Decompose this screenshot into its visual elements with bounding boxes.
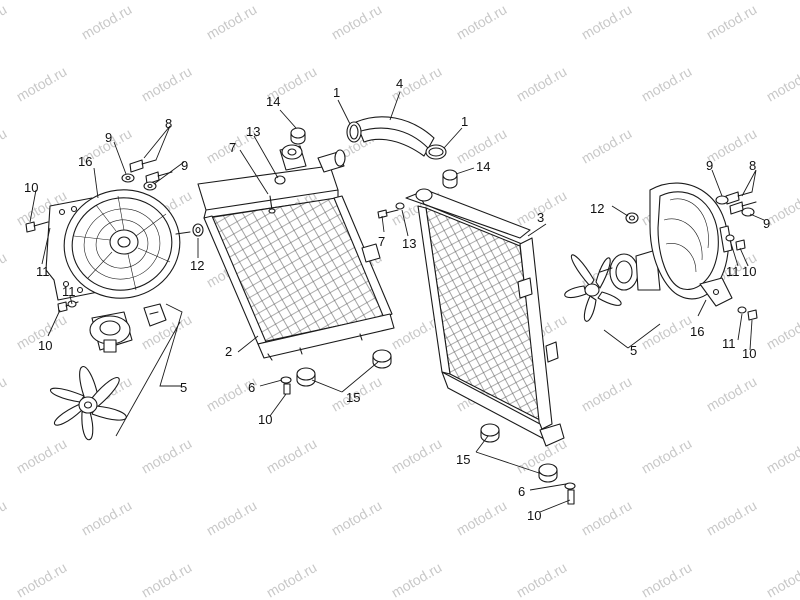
left-fan-blade [50, 365, 127, 441]
callout-14: 14 [476, 159, 490, 174]
callout-14: 14 [266, 94, 280, 109]
watermark-text: motod.ru [79, 1, 135, 42]
left-fan-motor [89, 303, 167, 353]
left-hardware [25, 159, 204, 313]
callout-13: 13 [402, 236, 416, 251]
watermark-text: motod.ru [139, 435, 195, 476]
watermark-text: motod.ru [204, 1, 260, 42]
callout-9: 9 [181, 158, 188, 173]
callout-16: 16 [78, 154, 92, 169]
watermark-text: motod.ru [579, 125, 635, 166]
callout-12: 12 [190, 258, 204, 273]
watermark-text: motod.ru [704, 373, 760, 414]
callout-15: 15 [346, 390, 360, 405]
watermark-text: motod.ru [579, 1, 635, 42]
callout-13: 13 [246, 124, 260, 139]
callout-7: 7 [378, 234, 385, 249]
watermark-text: motod.ru [14, 559, 70, 600]
watermark-text: motod.ru [764, 435, 800, 476]
callout-5: 5 [180, 380, 187, 395]
watermark-text: motod.ru [514, 63, 570, 104]
callout-2: 2 [225, 344, 232, 359]
hose-assembly [346, 116, 447, 160]
right-cap [442, 169, 458, 189]
watermark-text: motod.ru [0, 1, 9, 42]
callout-9: 9 [763, 216, 770, 231]
callout-6: 6 [248, 380, 255, 395]
watermark-text: motod.ru [704, 1, 760, 42]
watermark-text: motod.ru [454, 1, 510, 42]
right-fan-blade [564, 254, 622, 322]
watermark-text: motod.ru [0, 497, 9, 538]
watermark-text: motod.ru [264, 559, 320, 600]
watermark-text: motod.ru [0, 125, 9, 166]
left-radiator [197, 144, 395, 361]
watermark-text: motod.ru [14, 63, 70, 104]
watermark-text: motod.ru [14, 435, 70, 476]
watermark-text: motod.ru [514, 559, 570, 600]
callout-16: 16 [690, 324, 704, 339]
callout-4: 4 [396, 76, 403, 91]
callout-10: 10 [24, 180, 38, 195]
watermark-text: motod.ru [0, 373, 9, 414]
right-fan-shroud [649, 182, 733, 307]
watermark-text: motod.ru [639, 559, 695, 600]
right-fan-motor [599, 249, 661, 291]
watermark-text: motod.ru [139, 63, 195, 104]
watermark-text: motod.ru [139, 559, 195, 600]
callout-10: 10 [527, 508, 541, 523]
callout-10: 10 [742, 264, 756, 279]
callout-1: 1 [461, 114, 468, 129]
watermark-text: motod.ru [329, 1, 385, 42]
callout-8: 8 [165, 116, 172, 131]
callout-15: 15 [456, 452, 470, 467]
callout-10: 10 [742, 346, 756, 361]
callout-11: 11 [62, 284, 76, 299]
watermark-text: motod.ru [0, 249, 9, 290]
watermark-text: motod.ru [764, 63, 800, 104]
watermark-text: motod.ru [579, 373, 635, 414]
left-cap [290, 127, 306, 145]
callout-3: 3 [537, 210, 544, 225]
callout-6: 6 [518, 484, 525, 499]
callout-10: 10 [258, 412, 272, 427]
right-radiator [377, 188, 565, 447]
watermark-text: motod.ru [639, 435, 695, 476]
callout-5: 5 [630, 343, 637, 358]
watermark-text: motod.ru [454, 497, 510, 538]
right-mounts [480, 423, 576, 505]
watermark-text: motod.ru [639, 63, 695, 104]
callout-labels: 1 1 2 3 4 5 5 6 6 7 7 8 8 9 9 9 9 10 10 … [24, 76, 770, 523]
right-hardware [625, 191, 758, 321]
callout-11: 11 [36, 264, 50, 279]
callout-9: 9 [105, 130, 112, 145]
callout-7: 7 [229, 140, 236, 155]
watermark-text: motod.ru [764, 311, 800, 352]
watermark-text: motod.ru [329, 497, 385, 538]
watermark-text: motod.ru [704, 497, 760, 538]
callout-1: 1 [333, 85, 340, 100]
watermark-text: motod.ru [764, 559, 800, 600]
leader-lines [29, 91, 765, 513]
watermark-text: motod.ru [79, 497, 135, 538]
watermark-text: motod.ru [639, 311, 695, 352]
watermark-text: motod.ru [204, 497, 260, 538]
watermark-text: motod.ru [264, 435, 320, 476]
callout-12: 12 [590, 201, 604, 216]
watermark-text: motod.ru [389, 435, 445, 476]
callout-9: 9 [706, 158, 713, 173]
callout-11: 11 [722, 336, 736, 351]
callout-10: 10 [38, 338, 52, 353]
callout-11: 11 [726, 264, 740, 279]
callout-8: 8 [749, 158, 756, 173]
watermark-text: motod.ru [389, 559, 445, 600]
left-fan-shroud [45, 189, 181, 301]
watermark-text: motod.ru [579, 497, 635, 538]
